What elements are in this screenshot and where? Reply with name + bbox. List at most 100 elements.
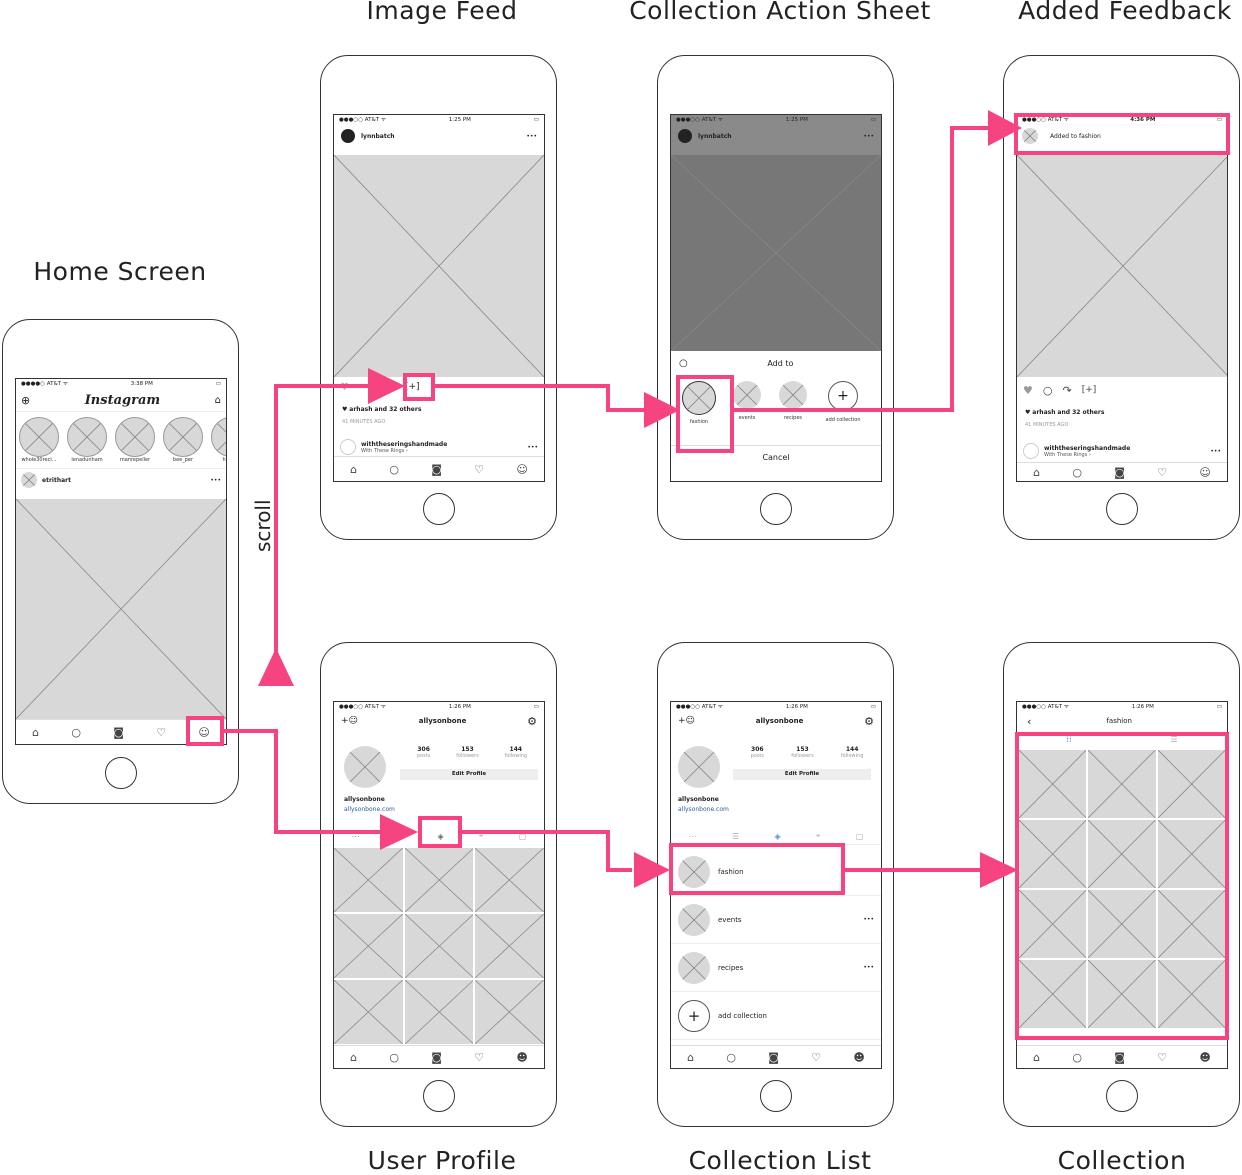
grid-photo[interactable]: [1019, 890, 1087, 958]
home-icon[interactable]: ⌂: [350, 462, 358, 476]
profile-icon[interactable]: ☺: [516, 462, 528, 476]
gear-icon[interactable]: ⚙: [527, 714, 537, 728]
grid-photo[interactable]: [475, 980, 544, 1044]
story[interactable]: helado: [211, 417, 226, 463]
comment-icon[interactable]: ○: [1042, 383, 1053, 397]
grid-photo[interactable]: [1088, 820, 1156, 888]
more-icon[interactable]: •••: [863, 964, 874, 971]
grid-photo[interactable]: [1157, 820, 1225, 888]
avatar[interactable]: [1023, 443, 1039, 459]
edit-profile-button[interactable]: Edit Profile: [733, 769, 871, 780]
camera-icon[interactable]: ◙: [431, 1050, 442, 1064]
map-pin-icon[interactable]: ⌖: [815, 831, 821, 840]
grid-photo[interactable]: [1157, 960, 1225, 1028]
heart-icon[interactable]: ♡: [156, 725, 167, 739]
avatar[interactable]: [341, 129, 355, 143]
profile-icon[interactable]: ☻: [1199, 1050, 1211, 1064]
more-icon[interactable]: •••: [863, 916, 874, 923]
collection-item-recipes[interactable]: recipes•••: [671, 944, 881, 992]
more-icon[interactable]: •••: [210, 476, 221, 484]
more-icon[interactable]: •••: [1210, 447, 1221, 455]
grid-photo[interactable]: [404, 980, 474, 1044]
gear-icon[interactable]: ⚙: [864, 714, 874, 728]
add-user-icon[interactable]: +☺: [341, 716, 358, 726]
heart-icon[interactable]: ♡: [811, 1050, 822, 1064]
profile-icon[interactable]: ☺: [1199, 465, 1211, 479]
share-icon[interactable]: ↷: [1062, 383, 1072, 397]
search-icon[interactable]: ○: [1072, 1050, 1082, 1064]
camera-icon[interactable]: ◙: [1114, 1050, 1125, 1064]
story[interactable]: manrepeller: [115, 417, 155, 463]
heart-icon[interactable]: ♥: [1023, 383, 1033, 397]
map-pin-icon[interactable]: ⌖: [478, 831, 484, 840]
avatar[interactable]: [21, 472, 37, 488]
home-icon[interactable]: ⌂: [1033, 1050, 1041, 1064]
collection-item-events[interactable]: events•••: [671, 896, 881, 944]
camera-icon[interactable]: ◙: [113, 725, 124, 739]
grid-photo[interactable]: [1157, 890, 1225, 958]
profile-icon[interactable]: ☻: [516, 1050, 528, 1064]
collections-tab-icon[interactable]: ◈: [774, 831, 781, 841]
home-button[interactable]: [104, 757, 137, 789]
grid-photo[interactable]: [475, 848, 544, 912]
grid-photo[interactable]: [1019, 960, 1087, 1028]
story[interactable]: bee_per: [163, 417, 203, 463]
camera-add-icon[interactable]: ⊕: [21, 393, 31, 407]
heart-icon[interactable]: ♡: [1157, 465, 1168, 479]
heart-icon[interactable]: ♡: [1157, 1050, 1168, 1064]
search-icon[interactable]: ○: [726, 1050, 736, 1064]
home-button[interactable]: [759, 1080, 792, 1112]
more-icon[interactable]: •••: [526, 132, 537, 140]
profile-link[interactable]: allysonbone.com: [344, 806, 395, 813]
home-icon[interactable]: ⌂: [350, 1050, 358, 1064]
profile-icon[interactable]: ☻: [853, 1050, 865, 1064]
camera-icon[interactable]: ◙: [768, 1050, 779, 1064]
grid-photo[interactable]: [1088, 960, 1156, 1028]
search-icon[interactable]: ○: [679, 357, 688, 369]
collection-option-recipes[interactable]: recipes: [777, 381, 809, 421]
add-collection-item[interactable]: +add collection: [671, 992, 881, 1040]
grid-photo[interactable]: [1088, 750, 1156, 818]
search-icon[interactable]: ○: [389, 1050, 399, 1064]
home-button[interactable]: [1105, 493, 1138, 525]
collection-option-fashion[interactable]: fashion: [681, 381, 717, 425]
grid-view-icon[interactable]: ⋯: [351, 831, 360, 841]
grid-photo[interactable]: [334, 848, 403, 912]
collection-option-events[interactable]: events: [731, 381, 763, 421]
add-collection-button[interactable]: +add collection: [823, 381, 863, 423]
back-chevron-icon[interactable]: ‹: [1027, 714, 1032, 728]
inbox-icon[interactable]: ⌂: [214, 394, 221, 406]
story[interactable]: whole30reci...: [19, 417, 59, 463]
tagged-icon[interactable]: ▢: [855, 831, 864, 841]
cancel-button[interactable]: Cancel: [671, 445, 881, 470]
grid-photo[interactable]: [334, 914, 403, 978]
collections-tab-icon[interactable]: ◈: [437, 831, 444, 841]
more-icon[interactable]: •••: [527, 443, 538, 451]
save-to-collection-button[interactable]: [+]: [1081, 385, 1097, 395]
search-icon[interactable]: ○: [71, 725, 81, 739]
profile-icon[interactable]: ☺: [198, 725, 210, 739]
home-button[interactable]: [759, 493, 792, 525]
grid-photo[interactable]: [404, 848, 474, 912]
collection-item-fashion[interactable]: fashion: [671, 848, 881, 896]
profile-link[interactable]: allysonbone.com: [678, 806, 729, 813]
list-view-icon[interactable]: ☰: [731, 831, 740, 841]
grid-photo[interactable]: [1019, 820, 1087, 888]
heart-icon[interactable]: ♡: [474, 1050, 485, 1064]
grid-photo[interactable]: [1019, 750, 1087, 818]
home-icon[interactable]: ⌂: [32, 725, 40, 739]
avatar[interactable]: [340, 439, 356, 455]
home-icon[interactable]: ⌂: [687, 1050, 695, 1064]
grid-view-icon[interactable]: ⋯: [688, 831, 697, 841]
home-button[interactable]: [422, 1080, 455, 1112]
home-button[interactable]: [1105, 1080, 1138, 1112]
grid-photo[interactable]: [404, 914, 474, 978]
heart-icon[interactable]: ♡: [474, 462, 485, 476]
edit-profile-button[interactable]: Edit Profile: [400, 769, 538, 780]
grid-view-icon[interactable]: ⁞⁞: [1066, 734, 1072, 744]
grid-photo[interactable]: [475, 914, 544, 978]
add-user-icon[interactable]: +☺: [678, 716, 695, 726]
save-to-collection-button[interactable]: [+]: [404, 382, 420, 392]
search-icon[interactable]: ○: [389, 462, 399, 476]
tagged-icon[interactable]: ▢: [518, 831, 527, 841]
